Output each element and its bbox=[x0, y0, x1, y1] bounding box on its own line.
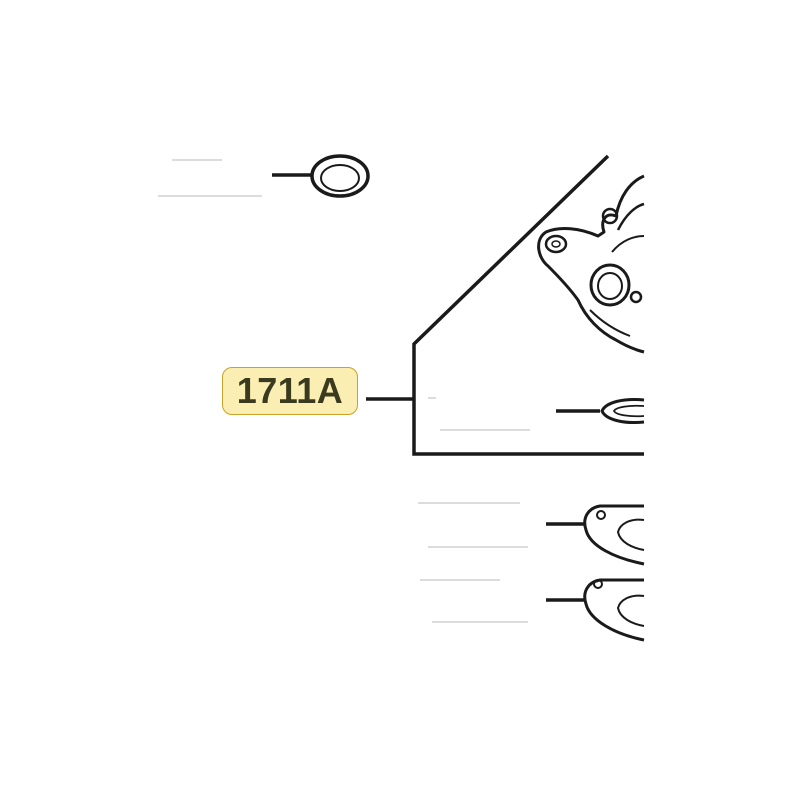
gasket-middle bbox=[556, 398, 645, 424]
thermostat-housing bbox=[537, 174, 645, 354]
flange-gasket-upper bbox=[546, 504, 645, 566]
part-number-callout[interactable]: 1711A bbox=[222, 367, 358, 415]
flange-gasket-lower bbox=[546, 578, 645, 642]
faint-background-marks bbox=[158, 159, 530, 623]
assembly-bracket bbox=[366, 154, 644, 456]
o-ring-top bbox=[272, 154, 370, 198]
